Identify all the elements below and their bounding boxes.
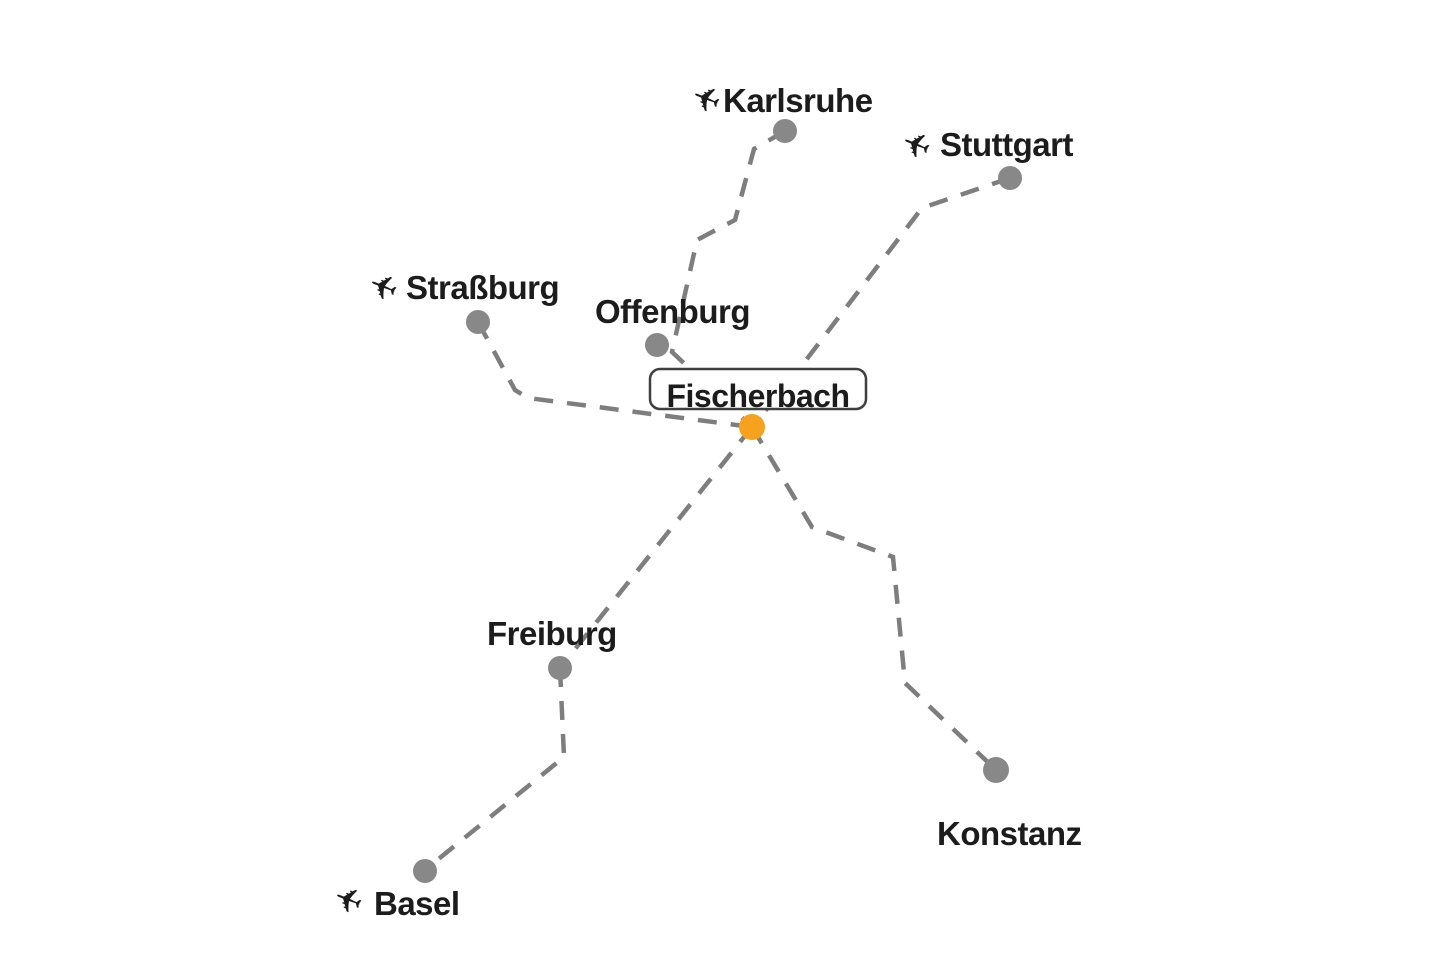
city-dot-freiburg	[548, 656, 572, 680]
center-dot-fischerbach	[739, 414, 765, 440]
city-dot-karlsruhe	[773, 119, 797, 143]
route-freiburg	[558, 425, 754, 670]
city-label-stuttgart: Stuttgart	[940, 126, 1073, 163]
city-dot-offenburg	[645, 333, 669, 357]
city-label-konstanz: Konstanz	[937, 815, 1082, 852]
route-konstanz	[750, 425, 998, 772]
city-dot-stuttgart	[998, 166, 1022, 190]
city-dot-strassburg	[466, 310, 490, 334]
route-basel	[423, 667, 567, 872]
city-label-freiburg: Freiburg	[487, 615, 617, 652]
city-dot-basel	[413, 859, 437, 883]
airplane-icon-karlsruhe: ✈	[685, 76, 726, 124]
city-label-karlsruhe: Karlsruhe	[723, 82, 873, 119]
route-strassburg	[476, 320, 753, 430]
airplane-icon-strassburg: ✈	[362, 264, 403, 312]
center-label-box	[648, 367, 868, 411]
city-label-strassburg: Straßburg	[406, 269, 559, 306]
airplane-icon-stuttgart: ✈	[895, 122, 936, 170]
city-label-offenburg: Offenburg	[595, 293, 750, 330]
city-label-basel: Basel	[374, 885, 460, 922]
center-label: Fischerbach	[666, 378, 849, 414]
airplane-icon-basel: ✈	[327, 877, 368, 925]
city-dot-konstanz	[983, 757, 1009, 783]
